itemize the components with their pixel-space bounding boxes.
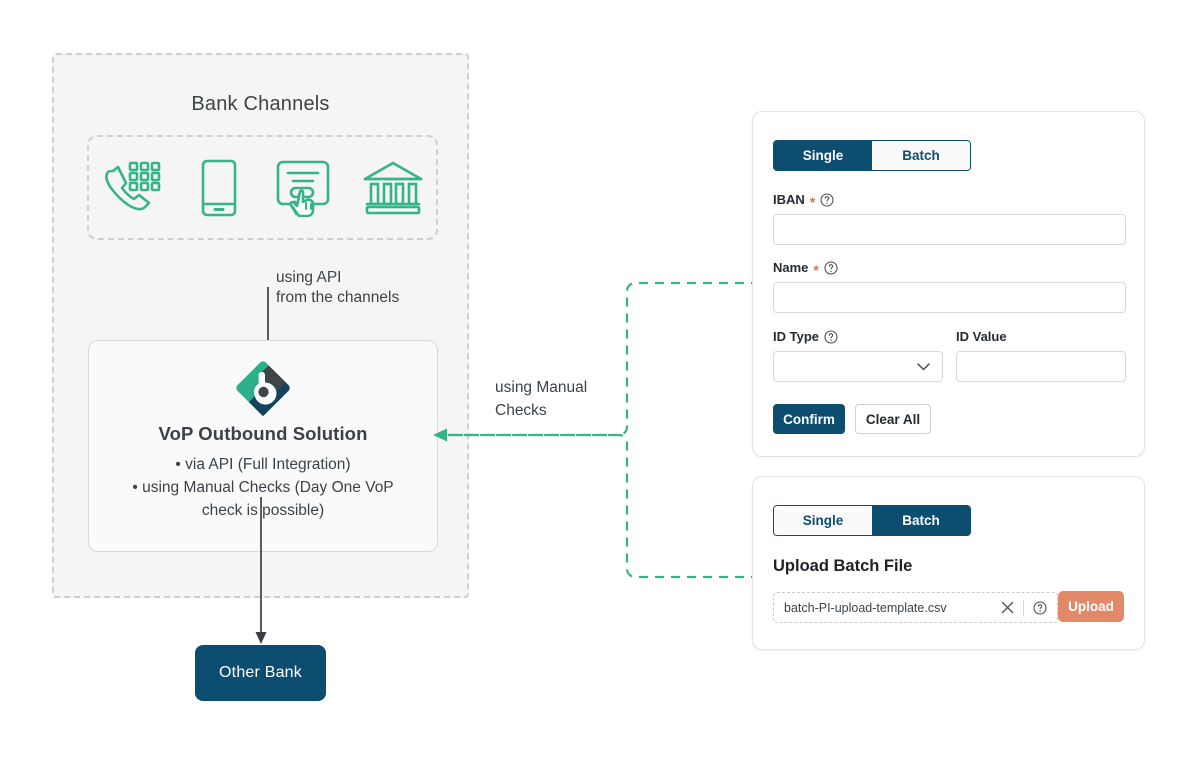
vop-outbound-solution-box: VoP Outbound Solution • via API (Full In… xyxy=(88,340,438,552)
tab-single-batchcard[interactable]: Single xyxy=(774,506,872,535)
confirm-button[interactable]: Confirm xyxy=(773,404,845,434)
id-value-label: ID Value xyxy=(956,329,1007,344)
iban-input[interactable] xyxy=(773,214,1126,245)
online-banking-click-icon xyxy=(275,157,337,219)
vop-bullet-2: check is possible) xyxy=(201,502,325,519)
upload-button[interactable]: Upload xyxy=(1058,591,1124,622)
iban-label: IBAN * xyxy=(773,192,834,210)
name-input[interactable] xyxy=(773,282,1126,313)
tab-single[interactable]: Single xyxy=(774,141,872,170)
iban-help-icon[interactable] xyxy=(820,192,834,207)
id-type-label: ID Type xyxy=(773,329,838,344)
name-label-text: Name xyxy=(773,260,809,275)
manual-checks-label: using Manual Checks xyxy=(495,379,588,419)
chip-divider xyxy=(1023,599,1024,616)
name-label: Name * xyxy=(773,260,838,278)
id-value-label-text: ID Value xyxy=(956,329,1007,344)
id-type-label-text: ID Type xyxy=(773,329,819,344)
bank-channels-title: Bank Channels xyxy=(191,93,330,115)
tab-batch[interactable]: Batch xyxy=(872,141,970,170)
file-name-label: batch-PI-upload-template.csv xyxy=(784,600,947,615)
id-type-select[interactable] xyxy=(773,351,943,382)
other-bank-node: Other Bank xyxy=(195,645,326,701)
batch-card-tab-group: Single Batch xyxy=(773,505,971,536)
other-bank-arrow xyxy=(255,497,267,644)
batch-upload-card: Single Batch Upload Batch File batch-PI-… xyxy=(752,476,1145,650)
remove-file-icon[interactable] xyxy=(1001,601,1014,614)
tab-batch-batchcard[interactable]: Batch xyxy=(872,506,970,535)
name-help-icon[interactable] xyxy=(824,260,838,275)
single-card-tab-group: Single Batch xyxy=(773,140,971,171)
iban-label-text: IBAN xyxy=(773,192,805,207)
vop-bullets: • via API (Full Integration) • using Man… xyxy=(107,453,419,522)
manual-checks-connector xyxy=(433,281,760,579)
vop-bullet-0: • via API (Full Integration) xyxy=(175,456,351,473)
id-value-input[interactable] xyxy=(956,351,1126,382)
id-type-help-icon[interactable] xyxy=(824,329,838,344)
api-flow-label: using API from the channels xyxy=(276,269,400,306)
single-check-card: Single Batch IBAN * Name * xyxy=(752,111,1145,457)
name-required-marker: * xyxy=(813,261,819,278)
selected-file-chip: batch-PI-upload-template.csv xyxy=(773,592,1058,623)
phone-keypad-icon xyxy=(101,157,163,219)
vop-title: VoP Outbound Solution xyxy=(158,423,368,444)
bank-building-icon xyxy=(362,157,424,219)
vop-bullet-1: • using Manual Checks (Day One VoP xyxy=(132,479,394,496)
channel-icons-group xyxy=(87,135,438,240)
mobile-phone-icon xyxy=(188,157,250,219)
upload-help-icon[interactable] xyxy=(1033,600,1047,615)
iban-required-marker: * xyxy=(809,193,816,210)
vop-logo xyxy=(234,359,292,417)
clear-all-button[interactable]: Clear All xyxy=(855,404,931,434)
chevron-down-icon xyxy=(917,358,930,376)
upload-batch-file-title: Upload Batch File xyxy=(773,557,913,575)
